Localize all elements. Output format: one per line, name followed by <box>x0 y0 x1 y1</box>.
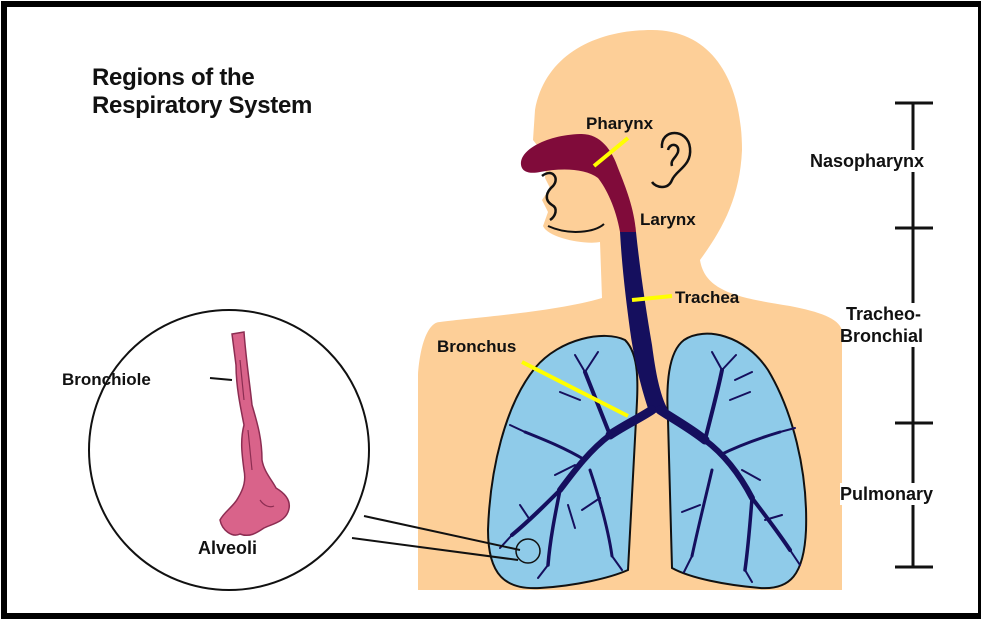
region-pulmonary: Pulmonary <box>840 483 933 505</box>
label-bronchus: Bronchus <box>437 337 516 357</box>
region-tracheo-line-1: Tracheo- <box>846 303 923 325</box>
title-line-2: Respiratory System <box>92 92 312 120</box>
label-larynx: Larynx <box>640 210 696 230</box>
label-trachea: Trachea <box>675 288 739 308</box>
region-nasopharynx: Nasopharynx <box>810 150 924 172</box>
title-line-1: Regions of the <box>92 64 312 92</box>
label-bronchiole: Bronchiole <box>62 370 151 390</box>
label-pharynx: Pharynx <box>586 114 653 134</box>
label-alveoli: Alveoli <box>198 538 257 558</box>
region-tracheo-line-2: Bronchial <box>840 325 923 347</box>
diagram-title: Regions of the Respiratory System <box>92 64 312 120</box>
region-tracheo-bronchial: Tracheo- Bronchial <box>846 303 923 347</box>
